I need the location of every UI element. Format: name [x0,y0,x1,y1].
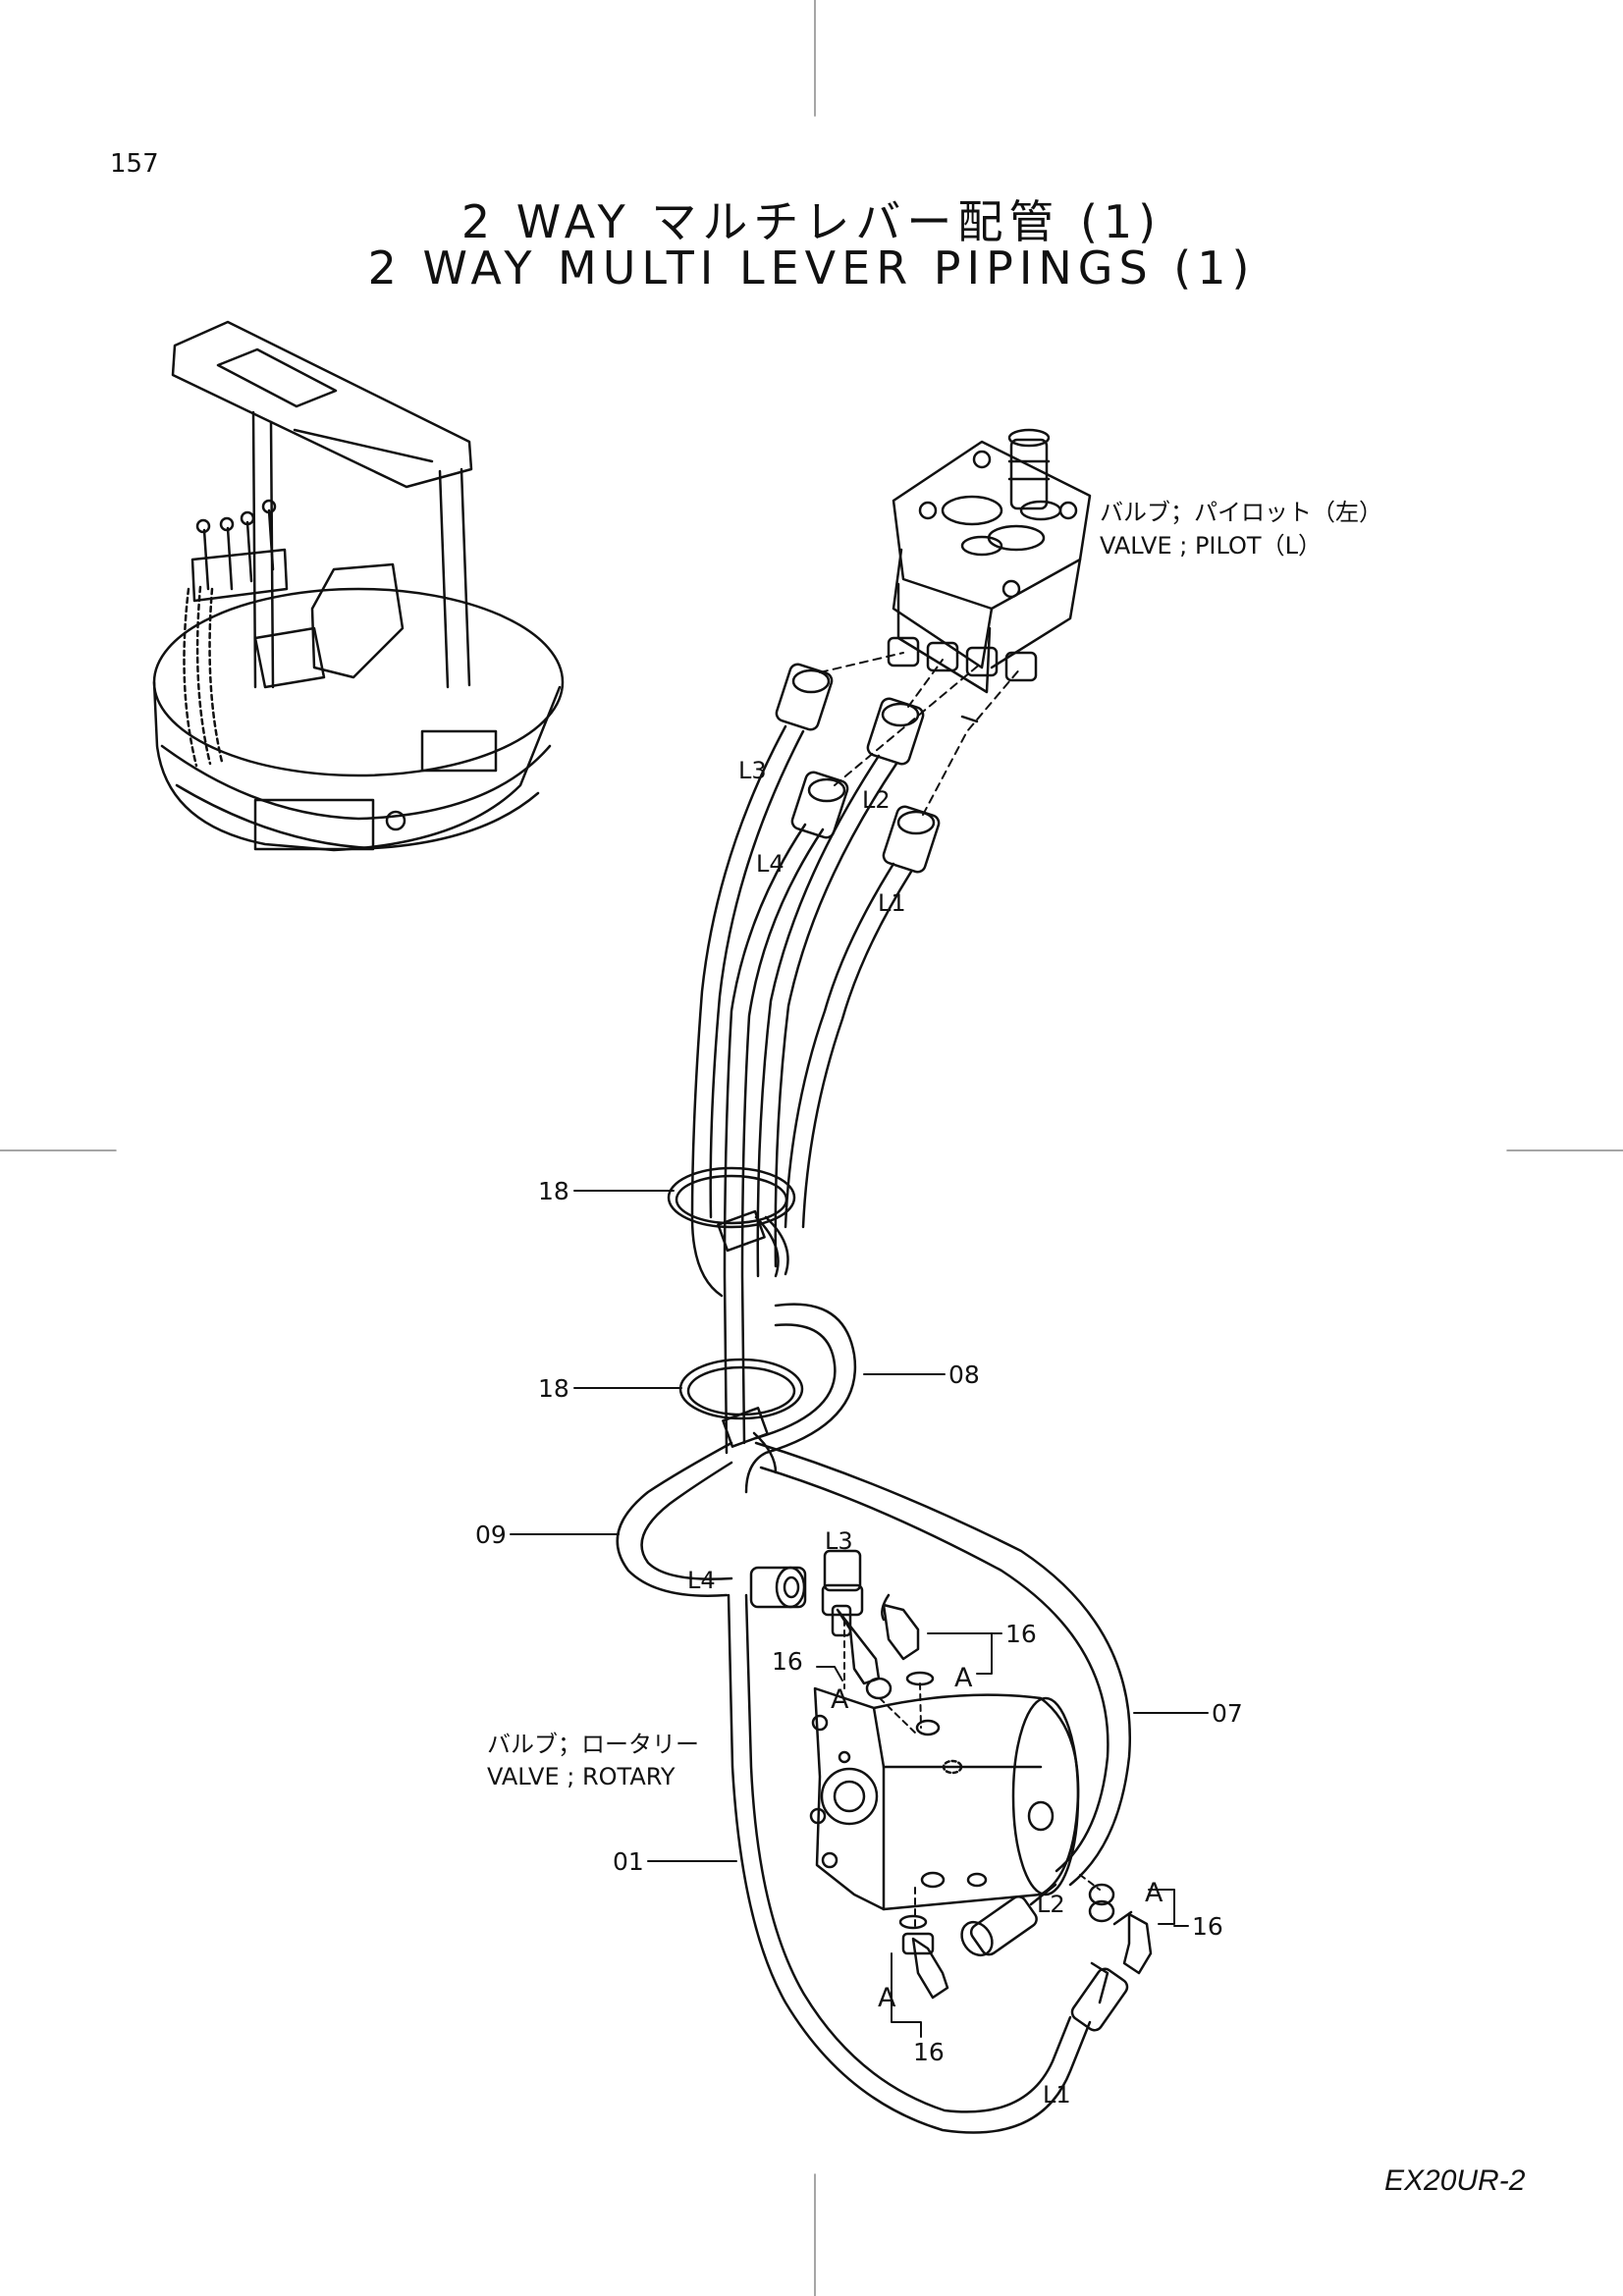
hose-clamp-upper [667,1166,796,1278]
hose-07 [754,1441,1131,1887]
part-number-18-lower: 18 [538,1374,569,1403]
part-number-01: 01 [613,1847,644,1876]
part-number-18-upper: 18 [538,1177,569,1205]
detail-label-a-2: A [831,1684,849,1715]
part-number-08: 08 [948,1361,980,1389]
page-title-english: 2 WAY MULTI LEVER PIPINGS (1) [367,241,1256,294]
part-number-16-a: 16 [1005,1620,1037,1648]
port-label-l2-upper: L2 [862,786,891,814]
port-label-l2-lower: L2 [1037,1891,1065,1918]
part-number-07: 07 [1212,1699,1243,1728]
bottom-fittings [901,1883,1153,2032]
part-number-09: 09 [475,1521,507,1549]
port-label-l3-upper: L3 [738,757,767,784]
rotary-valve-illustration [809,1686,1080,1911]
hose-08 [744,1303,857,1494]
port-label-l1-upper: L1 [878,889,906,917]
pilot-valve-name-jp: バルブ；パイロット（左） [1100,499,1382,526]
port-label-l4-lower: L4 [687,1567,716,1594]
part-number-16-d: 16 [913,2038,945,2066]
detail-label-a-1: A [954,1663,973,1693]
hose-01 [727,1593,1092,2134]
detail-label-a-3: A [1145,1878,1163,1908]
model-code: EX20UR-2 [1384,2164,1526,2197]
pilot-valve-illustration [887,428,1092,694]
lower-fittings [749,1549,1115,1930]
page-title-japanese: 2 WAY マルチレバー配管 (1) [460,195,1163,248]
excavator-overview-illustration [152,320,565,852]
part-number-16-c: 16 [1192,1912,1223,1941]
part-number-16-b: 16 [772,1647,803,1676]
detail-label-a-4: A [878,1983,896,2013]
rotary-valve-name-jp: バルブ；ロータリー [487,1731,699,1758]
rotary-valve-name-en: VALVE ; ROTARY [487,1763,676,1790]
page-number: 157 [110,149,159,179]
hose-bundle [690,724,913,1455]
upper-hose-fittings [775,652,1022,874]
hose-clamp-lower [678,1358,804,1474]
port-label-l1-lower: L1 [1043,2081,1071,2109]
diagram-labels: バルブ；パイロット（左） VALVE ; PILOT（L） バルブ；ロータリー … [475,499,1382,2109]
pilot-valve-name-en: VALVE ; PILOT（L） [1100,532,1322,560]
callout-leaders [510,1190,1209,2038]
port-label-l3-lower: L3 [825,1527,853,1555]
port-label-l4-upper: L4 [756,850,784,878]
